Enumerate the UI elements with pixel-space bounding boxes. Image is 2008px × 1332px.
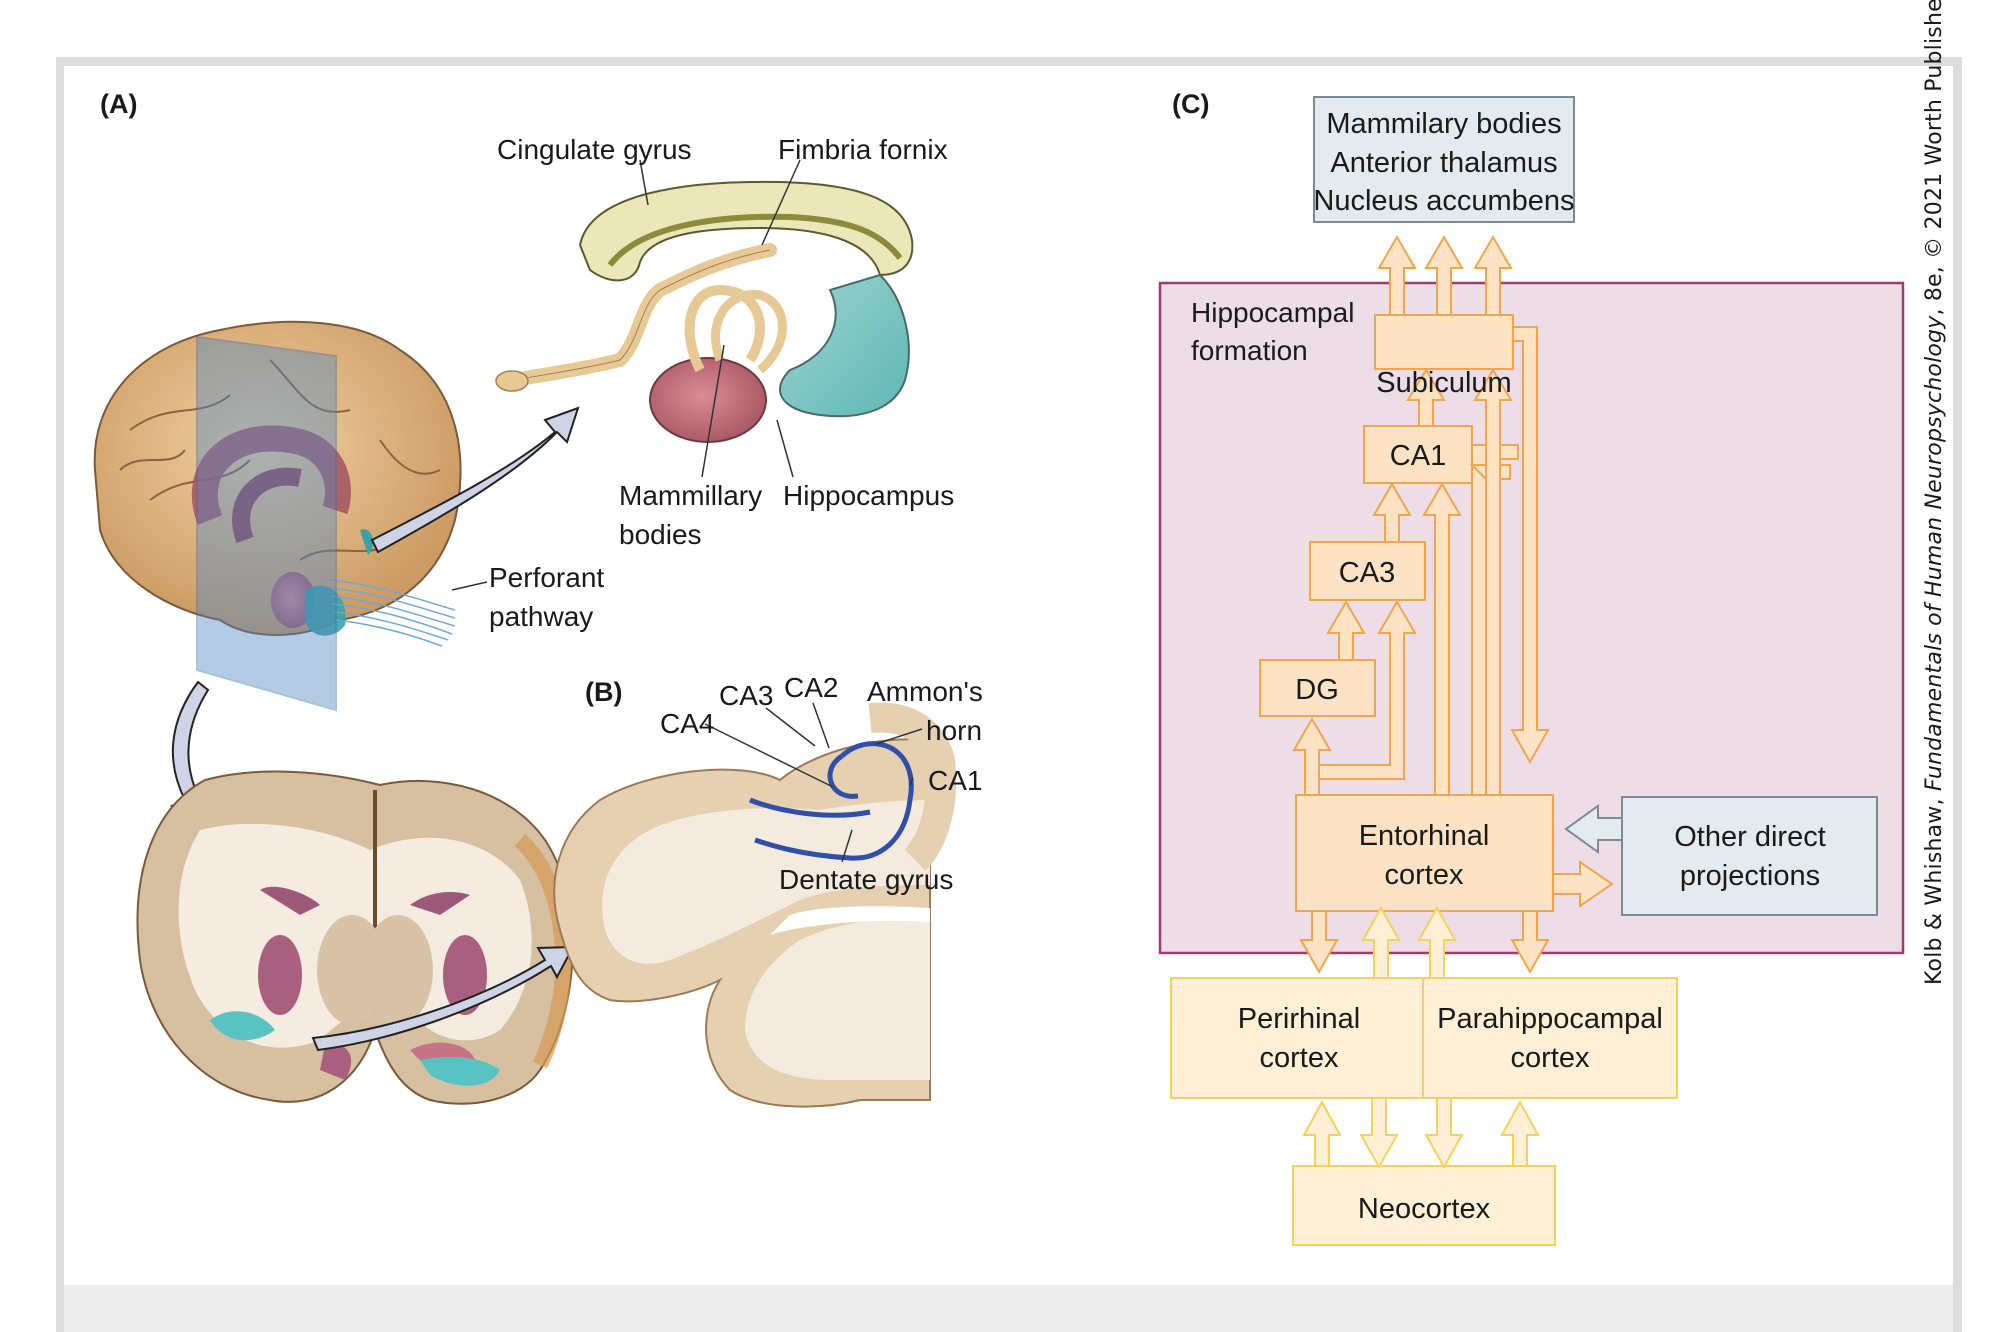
fimbria-leader-line — [761, 159, 801, 246]
neocortex-label: Neocortex — [1358, 1193, 1491, 1225]
panel-label-c: (C) — [1172, 89, 1209, 119]
hippocampal-circuit — [1259, 235, 1614, 975]
target-nucleus-accumbens: Nucleus accumbens — [1313, 185, 1574, 217]
fimbria-fornix-label: Fimbria fornix — [778, 134, 948, 165]
mammillary-label-line2: bodies — [619, 519, 702, 550]
neocortex-to-parahippocampal-arrow — [1500, 1099, 1540, 1167]
ca1-label: CA1 — [928, 765, 982, 796]
other-direct-projections-box — [1621, 796, 1878, 916]
entorhinal-to-parahippocampal-arrow — [1510, 910, 1550, 975]
entorhinal-to-ca1-arrow — [1422, 482, 1462, 796]
neocortex-to-perirhinal-arrow — [1302, 1099, 1342, 1167]
perirhinal-label-line2: cortex — [1260, 1042, 1339, 1074]
coronal-section-illustration — [136, 770, 574, 1105]
ca1-to-subiculum-arrow — [1406, 368, 1446, 427]
parahippocampal-to-entorhinal-arrow — [1417, 905, 1457, 979]
hippocampus-label: Hippocampus — [783, 480, 954, 511]
hippocampus-leader-line — [776, 419, 794, 478]
formation-label-line2: formation — [1191, 335, 1308, 366]
other-direct-label-line1: Other direct — [1674, 821, 1826, 853]
other-direct-label-line2: projections — [1680, 860, 1820, 892]
target-anterior-thalamus: Anterior thalamus — [1330, 147, 1557, 179]
perforant-label-line1: Perforant — [489, 562, 604, 593]
perforant-leader-line — [451, 581, 488, 591]
attribution-edition: , 8e, © 2021 Worth Publishers — [1922, 0, 1947, 316]
perirhinal-to-neocortex-arrow — [1359, 1097, 1399, 1170]
subiculum-output-arrow-3 — [1473, 235, 1513, 321]
arrow-to-limbic-icon — [370, 406, 580, 554]
subiculum-output-arrow-1 — [1377, 235, 1417, 321]
cingulate-leader-line — [639, 159, 649, 206]
entorhinal-to-dg-arrow — [1292, 717, 1332, 796]
ca3-to-ca1-arrow — [1372, 482, 1412, 543]
ca3-box — [1309, 541, 1426, 601]
entorhinal-to-perirhinal-arrow — [1299, 910, 1339, 975]
arrow-to-hippocampal-section-icon — [311, 945, 575, 1052]
lateral-brain-illustration — [93, 320, 462, 712]
ca1-box — [1363, 425, 1473, 484]
panel-b-leader-lines — [704, 702, 923, 863]
mammillary-label-line1: Mammillary — [619, 480, 762, 511]
ca3-box-label: CA3 — [1339, 557, 1395, 589]
ca3-label: CA3 — [719, 680, 773, 711]
subiculum-label: Subiculum — [1376, 367, 1511, 399]
parahippocampal-label-line1: Parahippocampal — [1437, 1003, 1663, 1035]
hippocampus-section-illustration — [553, 702, 957, 1108]
subiculum-to-entorhinal-arrow — [1510, 326, 1550, 765]
subiculum-output-arrow-2 — [1424, 235, 1464, 321]
ca4-label: CA4 — [660, 708, 714, 739]
perirhinal-label-line1: Perirhinal — [1238, 1003, 1361, 1035]
panel-label-a: (A) — [100, 89, 137, 119]
other-to-entorhinal-arrow — [1564, 804, 1623, 854]
figure-footer-band — [64, 1285, 1953, 1332]
subiculum-box — [1374, 314, 1514, 370]
dg-to-ca3-arrow — [1326, 600, 1366, 661]
perforant-label-line2: pathway — [489, 601, 593, 632]
entorhinal-label-line2: cortex — [1385, 859, 1464, 891]
attribution-book-title: Fundamentals of Human Neuropsychology — [1922, 315, 1947, 792]
target-mammilary-bodies: Mammilary bodies — [1326, 108, 1561, 140]
formation-label-line1: Hippocampal — [1191, 297, 1354, 328]
targets-box — [1313, 96, 1575, 223]
entorhinal-to-subiculum-arrow — [1473, 368, 1513, 796]
cingulate-gyrus-label: Cingulate gyrus — [497, 134, 692, 165]
mammillary-leader-line — [701, 344, 725, 478]
neocortex-box — [1292, 1165, 1556, 1246]
panel-label-b: (B) — [585, 677, 622, 707]
dg-box — [1259, 659, 1376, 717]
parahippocampal-to-neocortex-arrow — [1424, 1097, 1464, 1170]
dg-box-label: DG — [1295, 674, 1339, 706]
parahippocampal-label-line2: cortex — [1511, 1042, 1590, 1074]
limbic-system-illustration — [495, 180, 914, 443]
dentate-gyrus-label: Dentate gyrus — [779, 864, 953, 895]
ca2-label: CA2 — [784, 672, 838, 703]
entorhinal-label-line1: Entorhinal — [1359, 820, 1490, 852]
entorhinal-box — [1295, 794, 1554, 912]
attribution-authors: Kolb & Whishaw, — [1922, 791, 1947, 985]
entorhinal-to-other-arrow — [1552, 860, 1614, 908]
attribution-text: Kolb & Whishaw, Fundamentals of Human Ne… — [1922, 0, 1947, 985]
ammons-horn-label-line2: horn — [926, 715, 982, 746]
ca1-box-label: CA1 — [1390, 440, 1446, 472]
ammons-horn-label-line1: Ammon's — [867, 676, 983, 707]
perirhinal-to-entorhinal-arrow — [1361, 905, 1401, 979]
